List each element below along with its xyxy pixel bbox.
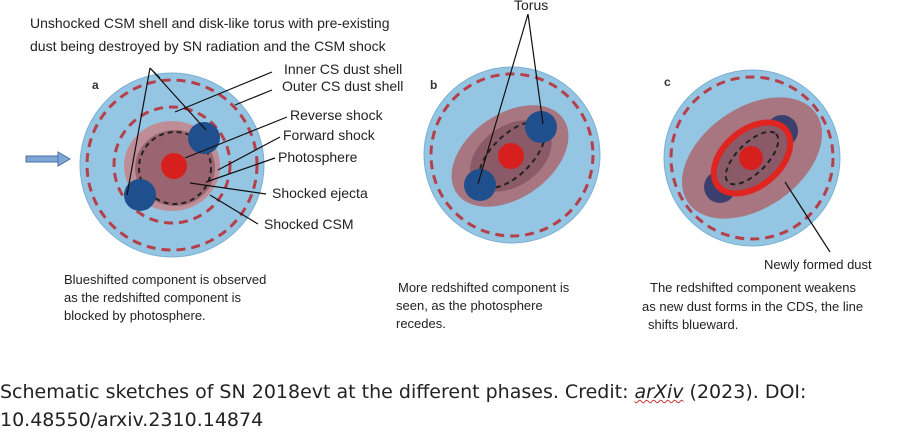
caption-a-line3: blocked by photosphere. — [64, 308, 206, 323]
photosphere — [739, 146, 763, 170]
header-note-line1: Unshocked CSM shell and disk-like torus … — [30, 15, 389, 31]
label-inner-cs-dust-shell: Inner CS dust shell — [284, 61, 402, 77]
panel-c-letter: c — [664, 75, 671, 89]
photosphere — [161, 153, 187, 179]
inner-dust-shell — [112, 105, 232, 225]
panel-c: c Newly formed dust The redshifted compo… — [642, 69, 872, 332]
outer-dust-shell — [429, 72, 595, 238]
outer-dust-shell — [85, 78, 259, 252]
torus-blob — [525, 111, 557, 143]
photosphere — [498, 143, 524, 169]
panel-b-letter: b — [430, 78, 437, 92]
label-newly-formed-dust: Newly formed dust — [764, 257, 872, 272]
caption-c-line2: as new dust forms in the CDS, the line — [642, 299, 863, 314]
caption-source-link[interactable]: arXiv — [634, 381, 684, 403]
outer-dust-shell — [669, 75, 835, 241]
schematic-diagram: Unshocked CSM shell and disk-like torus … — [25, 0, 872, 332]
reverse-shock — [138, 131, 212, 205]
caption-doi: 10.48550/arxiv.2310.14874 — [0, 409, 264, 431]
panel-b: b Torus More redshifted component is see… — [396, 0, 601, 331]
caption-b-line3: recedes. — [396, 316, 446, 331]
panel-a-letter: a — [92, 78, 99, 92]
caption-year: (2023). DOI: — [683, 381, 807, 403]
header-note-line2: dust being destroyed by SN radiation and… — [30, 38, 387, 54]
label-shocked-ejecta: Shocked ejecta — [272, 185, 368, 201]
reverse-shock — [724, 130, 780, 186]
torus-label: Torus — [514, 0, 548, 13]
arrow-icon — [25, 151, 71, 167]
caption-c-line1: The redshifted component weakens — [650, 280, 856, 295]
figure-caption: Schematic sketches of SN 2018evt at the … — [0, 378, 903, 434]
caption-b-line1: More redshifted component is — [398, 280, 570, 295]
torus-blob — [188, 122, 220, 154]
label-forward-shock: Forward shock — [283, 127, 376, 143]
label-shocked-csm: Shocked CSM — [264, 216, 353, 232]
label-reverse-shock: Reverse shock — [290, 107, 384, 123]
caption-b-line2: seen, as the photosphere — [396, 298, 543, 313]
label-photosphere: Photosphere — [278, 149, 358, 165]
caption-a-line1: Blueshifted component is observed — [64, 272, 266, 287]
label-outer-cs-dust-shell: Outer CS dust shell — [282, 78, 403, 94]
panel-a: a Inner CS dust shell Outer CS dust shel… — [25, 61, 403, 323]
caption-text: Schematic sketches of SN 2018evt at the … — [0, 381, 635, 403]
caption-c-line3: shifts blueward. — [648, 317, 738, 332]
torus-blob — [124, 179, 156, 211]
torus-blob — [464, 169, 496, 201]
caption-a-line2: as the redshifted component is — [64, 290, 242, 305]
